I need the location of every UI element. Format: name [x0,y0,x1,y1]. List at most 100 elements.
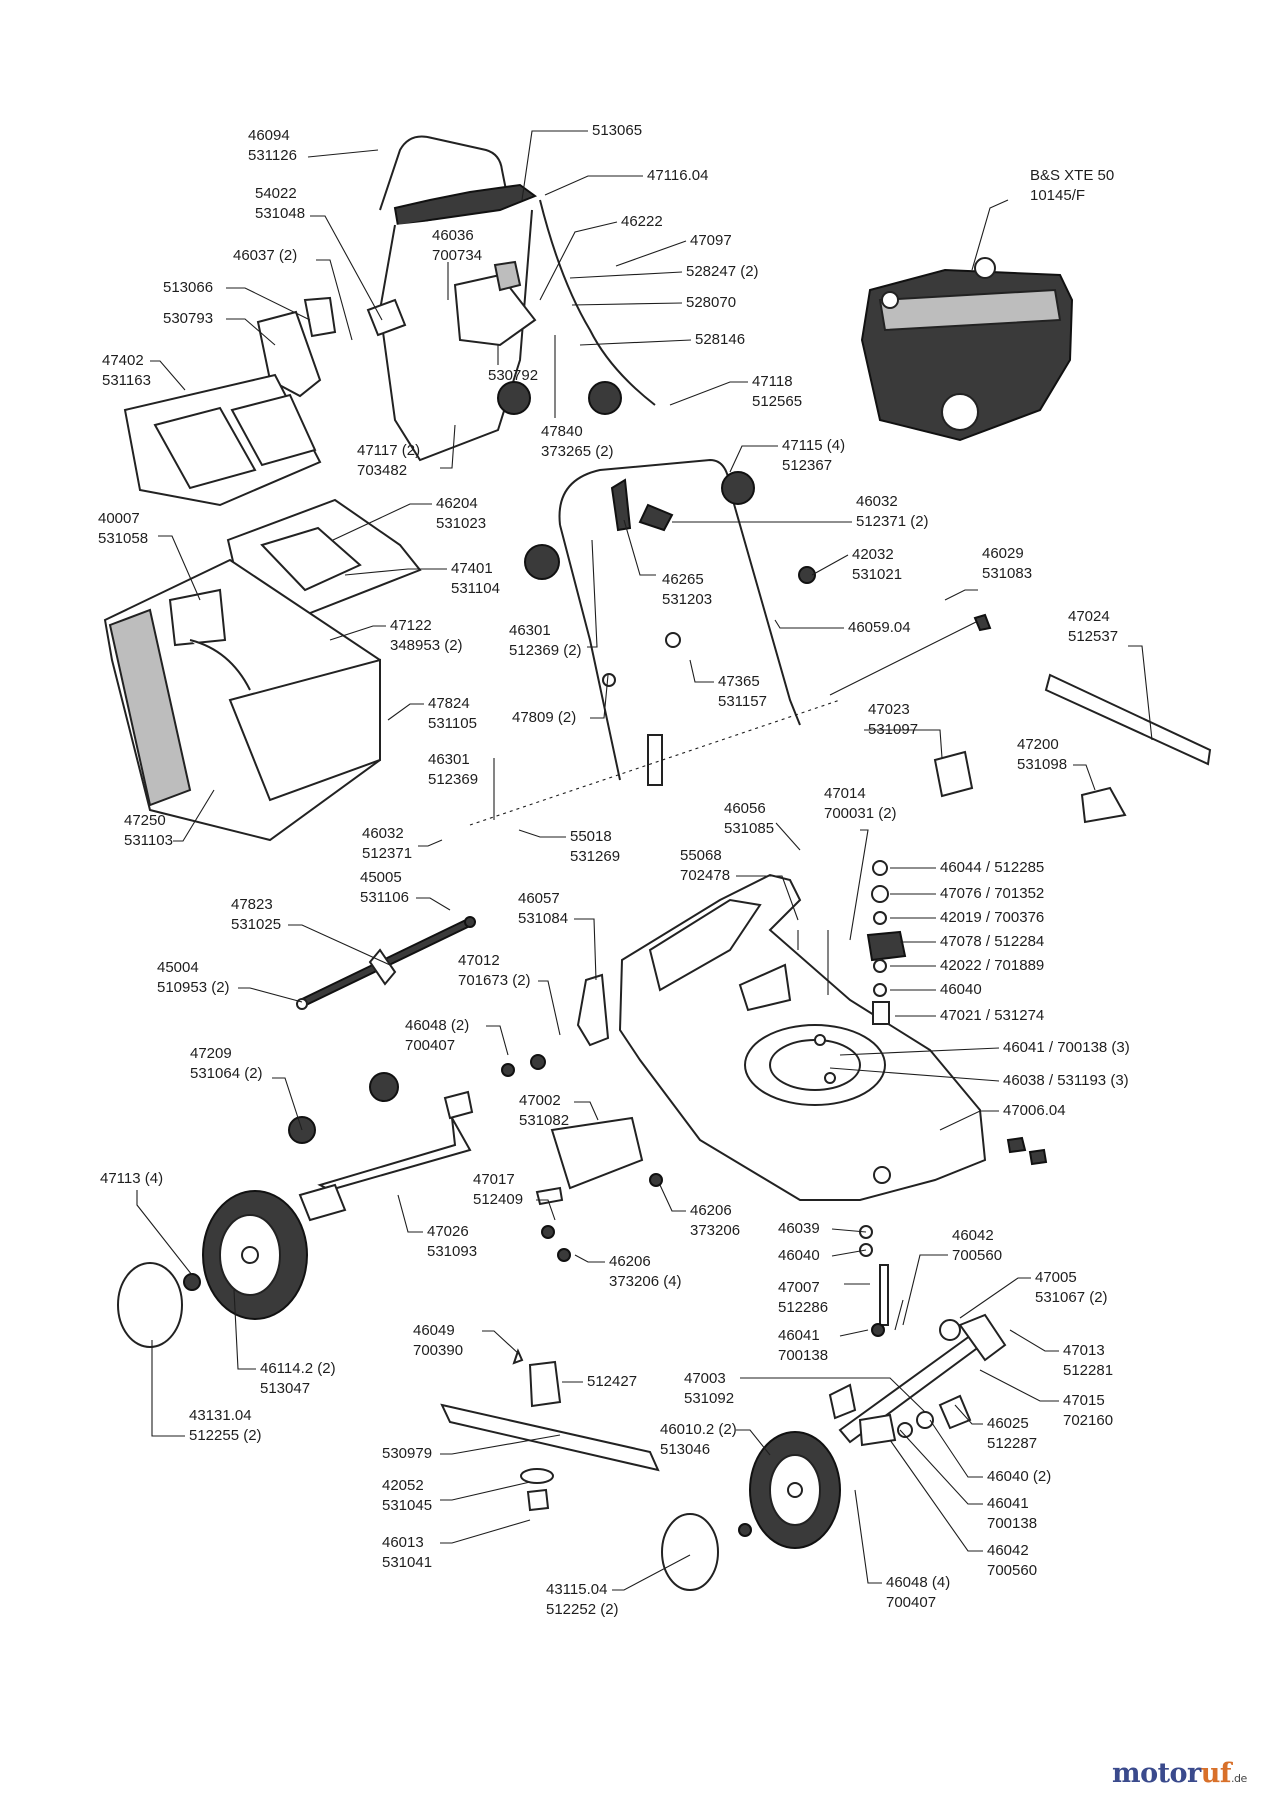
part-order-number-text: 531157 [718,693,767,710]
part-callout: 46040 [940,981,982,998]
part-number-text: 46056 [724,800,766,817]
part-order-number-text: 510953 (2) [157,979,230,996]
leader-line [574,1254,605,1263]
leader-line [1073,764,1096,791]
part-number-text: 47012 [458,952,500,969]
leader-line [397,1194,423,1233]
part-callout: 47012 701673 (2) [458,952,531,989]
part-order-number-text: 531203 [662,591,712,608]
part-callout: 46059.04 [848,619,911,636]
leader-line [1128,645,1153,741]
leader-line [288,924,391,966]
part-number-text: 47401 [451,560,493,577]
part-number-text: 42052 [382,1477,424,1494]
leader-line [669,381,748,406]
leader-line [136,1190,193,1276]
part-number-text: 47117 (2) [357,442,420,459]
leader-line [226,318,276,346]
part-order-number-text: 531104 [451,580,500,597]
leader-line [387,703,424,721]
engine-art [860,257,1074,442]
part-number-text: 46265 [662,571,704,588]
part-order-number-text: 700138 [778,1347,828,1364]
part-callout: 512427 [587,1373,637,1390]
leader-line [536,1199,556,1221]
part-number-text: 47024 [1068,608,1110,625]
part-order-number-text: 531106 [360,889,409,906]
part-number-text: 47118 [752,373,793,390]
part-callout: 46038 / 531193 (3) [1003,1072,1129,1089]
part-number-text: 46057 [518,890,560,907]
leader-line [521,130,588,201]
part-callout: 46037 (2) [233,247,297,264]
part-order-number-text: 700407 [886,1594,936,1611]
leader-line [944,589,978,601]
leader-line [316,259,353,341]
part-number-text: 46038 / 531193 (3) [1003,1072,1129,1089]
part-order-number-text: 703482 [357,462,407,479]
part-number-text: 46301 [428,751,470,768]
part-order-number-text: 531041 [382,1554,432,1571]
part-number-text: 46222 [621,213,663,230]
leader-line [571,302,683,306]
part-callout: 528146 [695,331,745,348]
part-number-text: 46042 [987,1542,1029,1559]
leader-line [538,980,561,1036]
part-number-text: 42022 / 701889 [940,957,1044,974]
part-order-number-text: 512565 [752,393,802,410]
part-order-number-text: 373206 (4) [609,1273,682,1290]
part-number-text: 46044 / 512285 [940,859,1044,876]
leader-line [233,1289,256,1370]
lower-handle-art [524,458,816,786]
watermark-part1: motor [1112,1758,1201,1789]
part-order-number-text: 701673 (2) [458,972,531,989]
part-number-text: 47097 [690,232,732,249]
part-number-text: 47078 / 512284 [940,933,1044,950]
part-number-text: 47002 [519,1092,561,1109]
part-number-text: 528070 [686,294,736,311]
part-number-text: 46094 [248,127,290,144]
leader-line [1009,1329,1059,1352]
part-callout: 46041 / 700138 (3) [1003,1039,1130,1056]
part-callout: 42019 / 700376 [940,909,1044,926]
part-number-text: 46204 [436,495,478,512]
part-order-number-text: 513047 [260,1380,310,1397]
leader-line [979,1369,1059,1402]
part-labels: 4609453112651306547116.04540225310484603… [98,122,1130,1618]
part-number-text: 47007 [778,1279,820,1296]
part-number-text: 513066 [163,279,213,296]
part-number-text: 47023 [868,701,910,718]
part-number-text: 47209 [190,1045,232,1062]
part-callout: 47076 / 701352 [940,885,1044,902]
part-number-text: 46041 [987,1495,1029,1512]
part-order-number-text: 348953 (2) [390,637,463,654]
rear-axle-art [828,1313,1007,1447]
engine-leader-line [971,199,1009,271]
part-number-text: 530979 [382,1445,432,1462]
part-order-number-text: 700138 [987,1515,1037,1532]
part-callout: 46044 / 512285 [940,859,1044,876]
illustration [103,135,1212,1591]
part-order-number-text: 513046 [660,1441,710,1458]
leader-line [539,221,618,301]
part-order-number-text: 700031 (2) [824,805,897,822]
leader-line [544,175,643,196]
part-number-text: 45005 [360,869,402,886]
part-number-text: 528146 [695,331,745,348]
